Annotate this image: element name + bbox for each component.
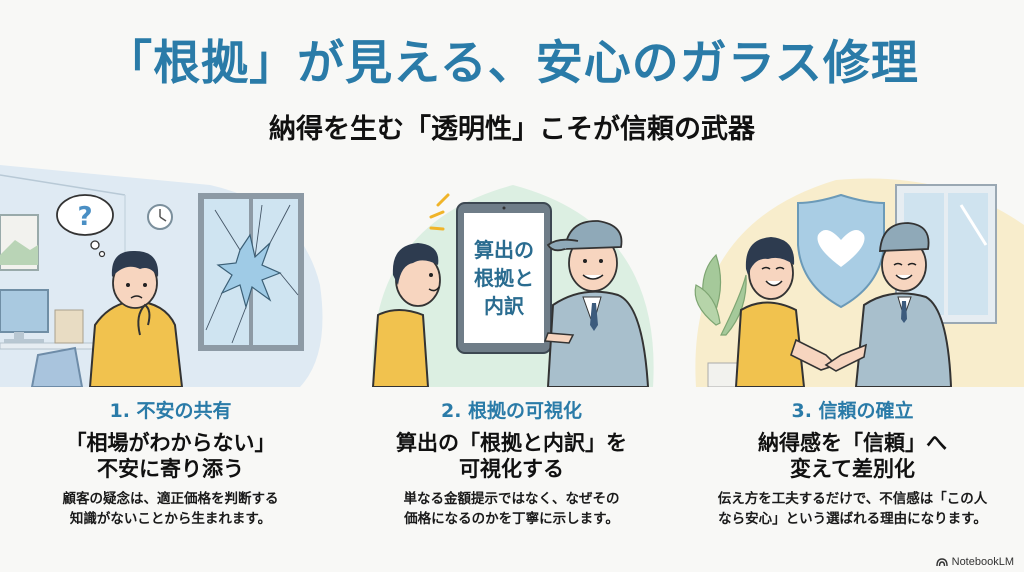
step-description: 伝え方を工夫するだけで、不信感は「この人 なら安心」という選ばれる理由になります… xyxy=(682,489,1023,529)
monitor-icon xyxy=(0,289,49,343)
headline-line: 変えて差別化 xyxy=(790,457,915,481)
headline-line: 算出の「根拠と内訳」を xyxy=(396,431,627,455)
step-card-2: 2. 根拠の可視化 算出の「根拠と内訳」を 可視化する 単なる金額提示ではなく、… xyxy=(341,398,682,529)
illustration-handshake-trust xyxy=(686,165,1024,387)
step-headline: 納得感を「信頼」へ 変えて差別化 xyxy=(682,430,1023,482)
step-title: 3. 信頼の確立 xyxy=(791,400,914,422)
svg-text:根拠と: 根拠と xyxy=(474,266,534,290)
brand-label: NotebookLM xyxy=(951,556,1014,568)
description-line: 価格になるのかを丁寧に示します。 xyxy=(404,511,619,527)
description-line: 知識がないことから生まれます。 xyxy=(69,511,272,527)
description-line: 伝え方を工夫するだけで、不信感は「この人 xyxy=(717,491,988,507)
illustration-worried-customer: ? xyxy=(0,165,340,387)
step-title: 1. 不安の共有 xyxy=(109,400,232,422)
customer-person-icon xyxy=(371,243,441,387)
picture-frame-icon xyxy=(0,214,39,271)
notebooklm-brand: NotebookLM xyxy=(935,556,1014,568)
description-line: 単なる金額提示ではなく、なぜその xyxy=(403,491,620,507)
step-headline: 算出の「根拠と内訳」を 可視化する xyxy=(341,430,682,482)
description-line: なら安心」という選ばれる理由になります。 xyxy=(718,511,987,527)
illustration-technician-tablet: 算出の 根拠と 内訳 xyxy=(343,165,683,387)
step-title: 2. 根拠の可視化 xyxy=(440,400,583,422)
description-line: 顧客の疑念は、適正価格を判断する xyxy=(62,491,279,507)
headline-line: 納得感を「信頼」へ xyxy=(758,431,947,455)
shield-heart-icon xyxy=(797,193,885,309)
step-headline: 「相場がわからない」 不安に寄り添う xyxy=(0,430,341,482)
broken-window-icon xyxy=(198,193,304,351)
tablet-icon: 算出の 根拠と 内訳 xyxy=(456,202,552,354)
page-title: 「根拠」が見える、安心のガラス修理 xyxy=(105,36,919,91)
headline-line: 可視化する xyxy=(459,457,564,481)
technician-handshake-icon xyxy=(854,222,953,387)
svg-text:内訳: 内訳 xyxy=(484,294,525,318)
step-description: 単なる金額提示ではなく、なぜその 価格になるのかを丁寧に示します。 xyxy=(341,489,682,529)
technician-person-icon xyxy=(543,220,650,387)
headline-line: 不安に寄り添う xyxy=(97,457,244,481)
thought-bubble-question-icon: ? xyxy=(56,194,114,258)
notebooklm-logo-icon xyxy=(935,558,948,567)
happy-customer-icon xyxy=(734,237,806,387)
handshake-icon xyxy=(790,338,868,372)
step-card-1: 1. 不安の共有 「相場がわからない」 不安に寄り添う 顧客の疑念は、適正価格を… xyxy=(0,398,341,529)
page-subtitle: 納得を生む「透明性」こそが信頼の武器 xyxy=(269,114,755,145)
svg-text:?: ? xyxy=(77,202,92,232)
worried-person-icon xyxy=(88,250,184,387)
headline-line: 「相場がわからない」 xyxy=(65,431,276,455)
svg-text:算出の: 算出の xyxy=(474,238,534,262)
step-description: 顧客の疑念は、適正価格を判断する 知識がないことから生まれます。 xyxy=(0,489,341,529)
step-card-3: 3. 信頼の確立 納得感を「信頼」へ 変えて差別化 伝え方を工夫するだけで、不信… xyxy=(682,398,1023,529)
sparkle-icon xyxy=(429,193,450,231)
clock-icon xyxy=(147,204,173,230)
